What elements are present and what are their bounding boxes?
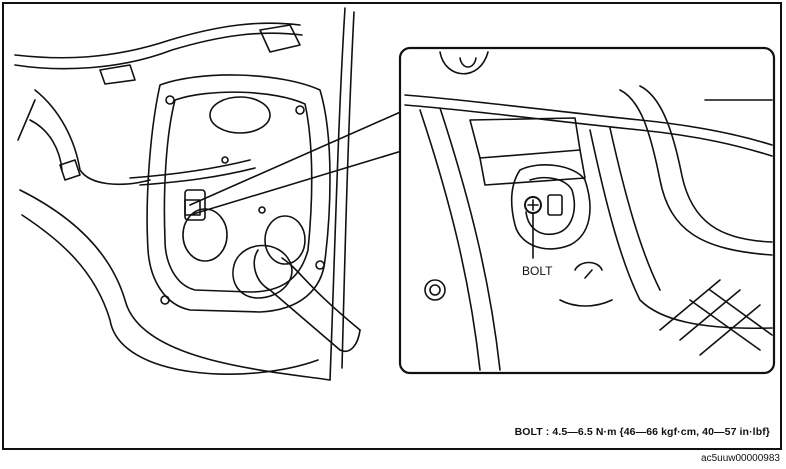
- door-overview: [14, 7, 361, 381]
- callout-line-lower: [189, 149, 406, 216]
- detail-inset: [398, 46, 776, 375]
- bolt-callout-label: BOLT: [522, 264, 553, 278]
- torque-specification: BOLT : 4.5—6.5 N·m {46—66 kgf·cm, 40—57 …: [514, 426, 770, 438]
- callout-origin: [184, 199, 201, 216]
- figure-code: ac5uuw00000983: [701, 453, 780, 464]
- callout-line-upper: [189, 109, 406, 206]
